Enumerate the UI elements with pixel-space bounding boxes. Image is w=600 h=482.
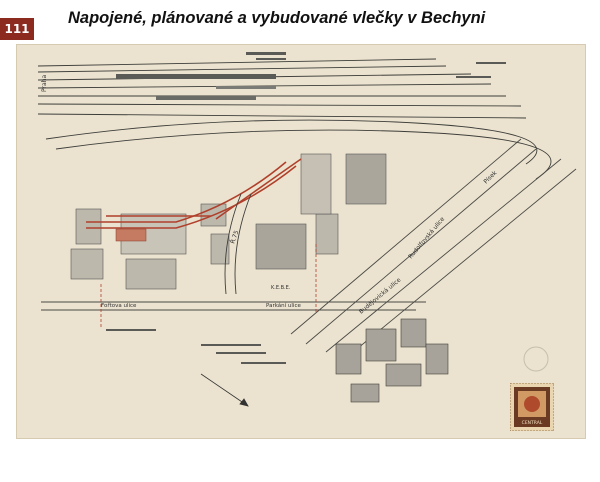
street-label-parkani: Parkání ulice xyxy=(266,302,301,309)
curve-track xyxy=(224,193,242,295)
diagonal-roads xyxy=(290,138,577,363)
building-label-kebe: K.E.B.E. xyxy=(271,285,291,291)
planned-siding-tracks xyxy=(86,158,302,229)
map-annotations xyxy=(106,52,506,364)
railway-siding-map: Rudolfovská ulice Budějovická ulice Fořt… xyxy=(16,44,586,439)
residential-blocks xyxy=(335,318,449,403)
page-number-badge: 111 xyxy=(0,18,34,40)
station-platform-2 xyxy=(156,96,256,100)
page-title: Napojené, plánované a vybudované vlečky … xyxy=(68,9,486,27)
postage-stamp-icon: CENTRAL xyxy=(510,383,554,431)
industrial-buildings xyxy=(70,153,387,290)
archive-seal-icon xyxy=(523,346,549,372)
compass-arrow-icon xyxy=(200,373,249,407)
siding-shed xyxy=(115,228,147,242)
street-label-fortova: Fořtova ulice xyxy=(101,302,137,309)
station-platform xyxy=(116,74,276,79)
stamp-text: CENTRAL xyxy=(522,420,543,426)
horizontal-road xyxy=(41,301,426,311)
direction-label-praha: Praha xyxy=(41,75,48,92)
